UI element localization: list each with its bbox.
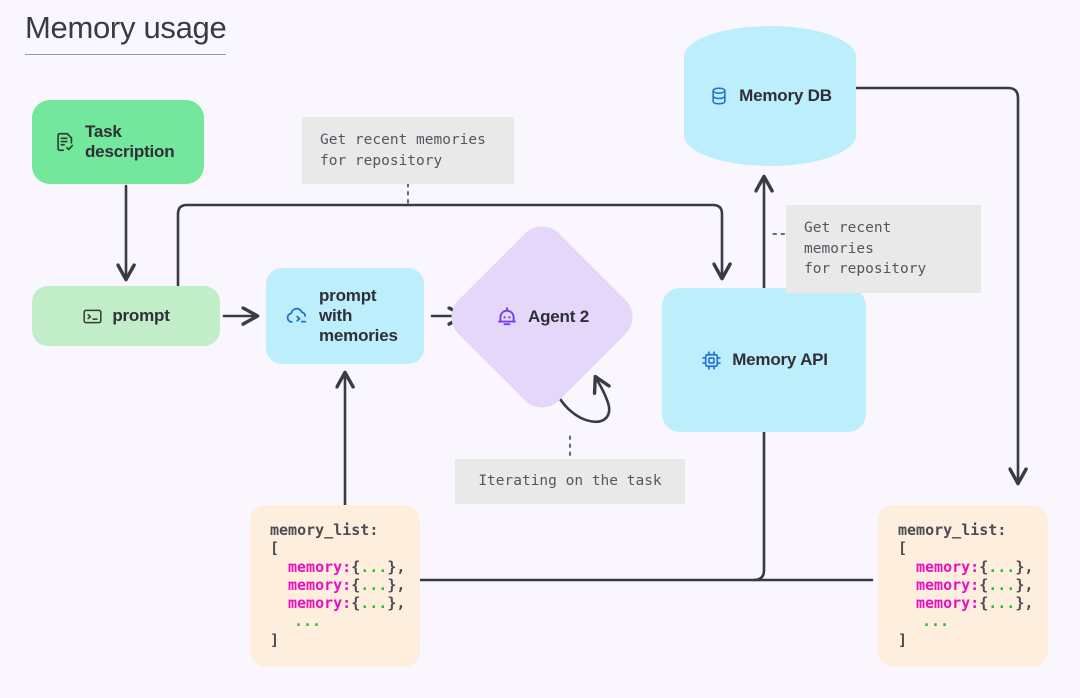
node-agent-2-label: Agent 2: [528, 306, 589, 326]
code-entry: memory:{...},: [288, 594, 406, 613]
robot-icon: [495, 305, 519, 329]
terminal-icon: [82, 306, 103, 327]
code-entry: memory:{...},: [916, 594, 1034, 613]
edge-memory-api-return-stub: [752, 430, 766, 582]
code-ellipsis: ...: [922, 612, 950, 631]
chip-icon: [700, 349, 723, 372]
code-entry: memory:{...},: [288, 557, 406, 576]
node-memory-api-label: Memory API: [732, 349, 828, 369]
code-block-memory-list-left: memory_list: [ memory:{...}, memory:{...…: [250, 505, 420, 668]
note-get-recent-memories-left: Get recent memories for repository: [302, 117, 514, 185]
code-open-bracket: [: [898, 539, 908, 558]
code-header: memory_list:: [270, 521, 379, 539]
code-entry: memory:{...},: [916, 557, 1034, 576]
page-title-block: Memory usage: [25, 9, 227, 56]
code-close-bracket: ]: [898, 630, 908, 649]
edge-agent-self-loop: [551, 378, 609, 423]
document-check-icon: [54, 131, 76, 153]
node-prompt[interactable]: prompt: [32, 286, 220, 346]
node-memory-db-label: Memory DB: [739, 85, 832, 105]
node-prompt-with-memories[interactable]: prompt with memories: [266, 268, 424, 364]
edge-db-to-right-memorylist: [854, 86, 1018, 482]
note-iterating-on-the-task: Iterating on the task: [455, 459, 685, 504]
note-get-recent-memories-right: Get recent memories for repository: [786, 205, 981, 293]
title-underline: [25, 53, 226, 56]
code-open-bracket: [: [270, 539, 280, 558]
code-entry: memory:{...},: [916, 575, 1034, 594]
node-task-description-label: Task description: [85, 121, 175, 161]
edge-prompt-to-memory-api: [176, 203, 722, 288]
node-memory-db[interactable]: Memory DB: [684, 26, 856, 166]
node-memory-api[interactable]: Memory API: [662, 288, 866, 432]
code-header: memory_list:: [898, 521, 1007, 539]
page-title: Memory usage: [25, 10, 227, 45]
code-ellipsis: ...: [294, 612, 322, 631]
cloud-terminal-icon: [284, 303, 310, 329]
database-icon: [708, 85, 730, 107]
code-close-bracket: ]: [270, 630, 280, 649]
node-task-description[interactable]: Task description: [32, 100, 204, 184]
node-prompt-with-memories-label: prompt with memories: [319, 285, 398, 346]
node-agent-2[interactable]: Agent 2: [441, 216, 643, 418]
code-block-memory-list-right: memory_list: [ memory:{...}, memory:{...…: [878, 505, 1048, 668]
node-prompt-label: prompt: [112, 305, 170, 325]
code-entry: memory:{...},: [288, 575, 406, 594]
